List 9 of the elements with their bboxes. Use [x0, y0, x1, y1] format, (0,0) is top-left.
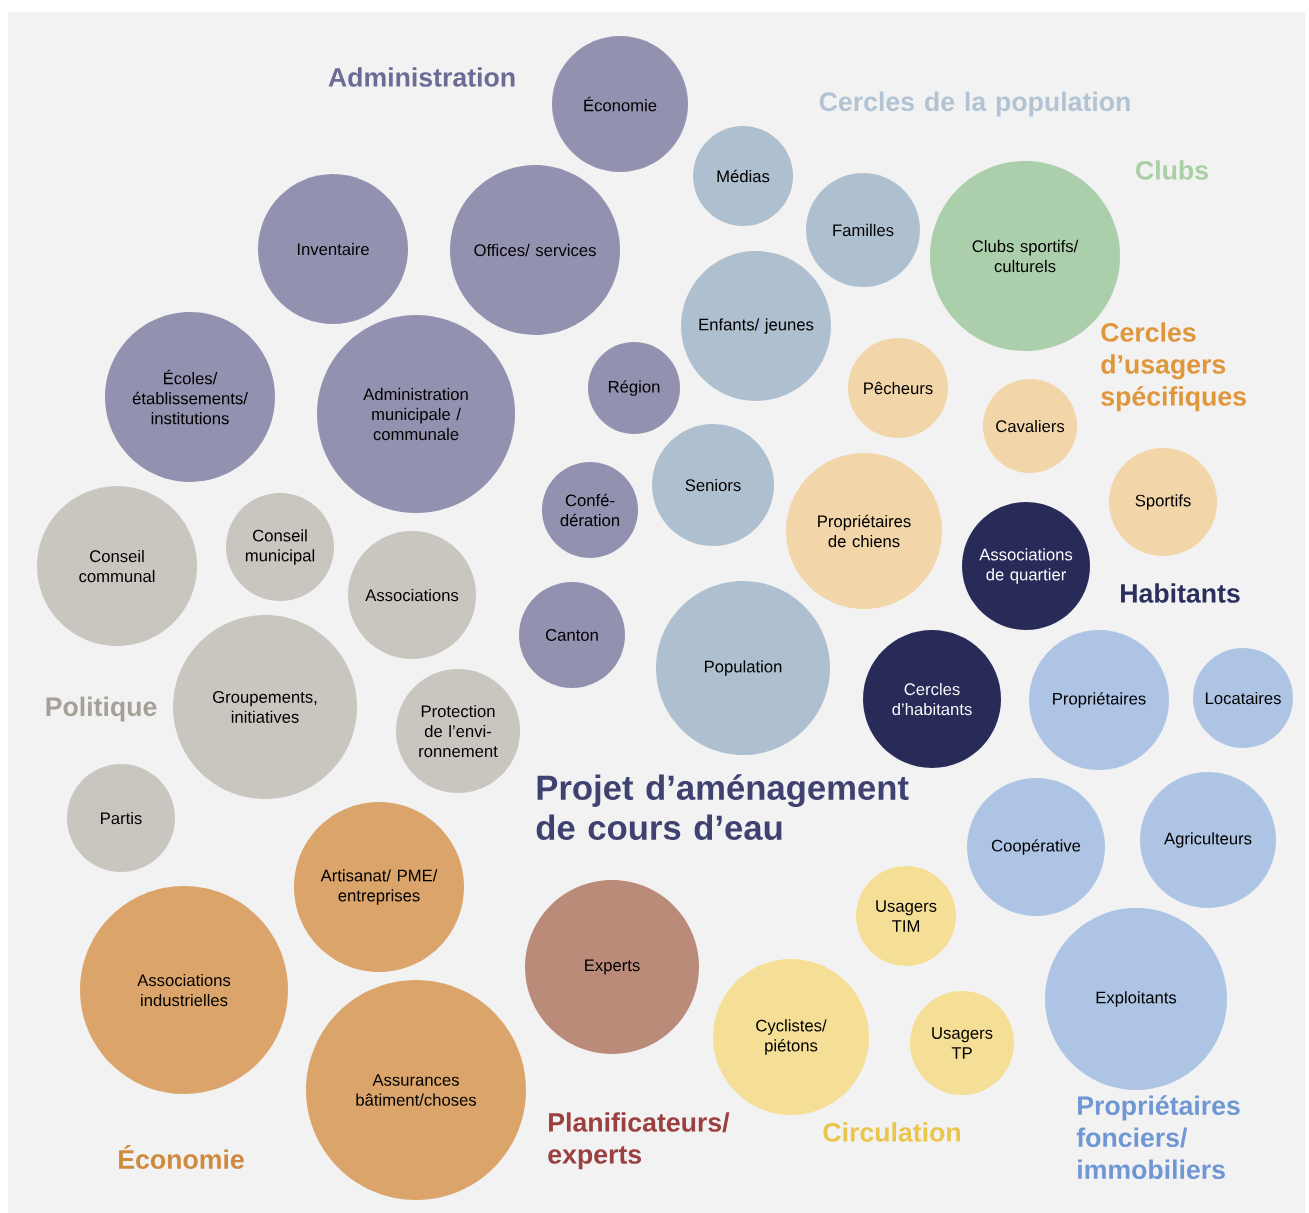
- group-label: Politique: [46, 696, 157, 722]
- group-label: Propriétaires fonciers/ immobiliers: [1076, 1095, 1240, 1180]
- title: Projet d’aménagement de cours d’eau: [536, 774, 909, 841]
- group-label: Habitants: [1121, 583, 1240, 603]
- group-label: Administration: [328, 67, 515, 87]
- group-label: Économie: [119, 1145, 244, 1169]
- group-label: Planificateurs/ experts: [548, 1112, 730, 1170]
- group-label: Circulation: [823, 1122, 960, 1142]
- group-label: Cercles de la population: [819, 91, 1130, 117]
